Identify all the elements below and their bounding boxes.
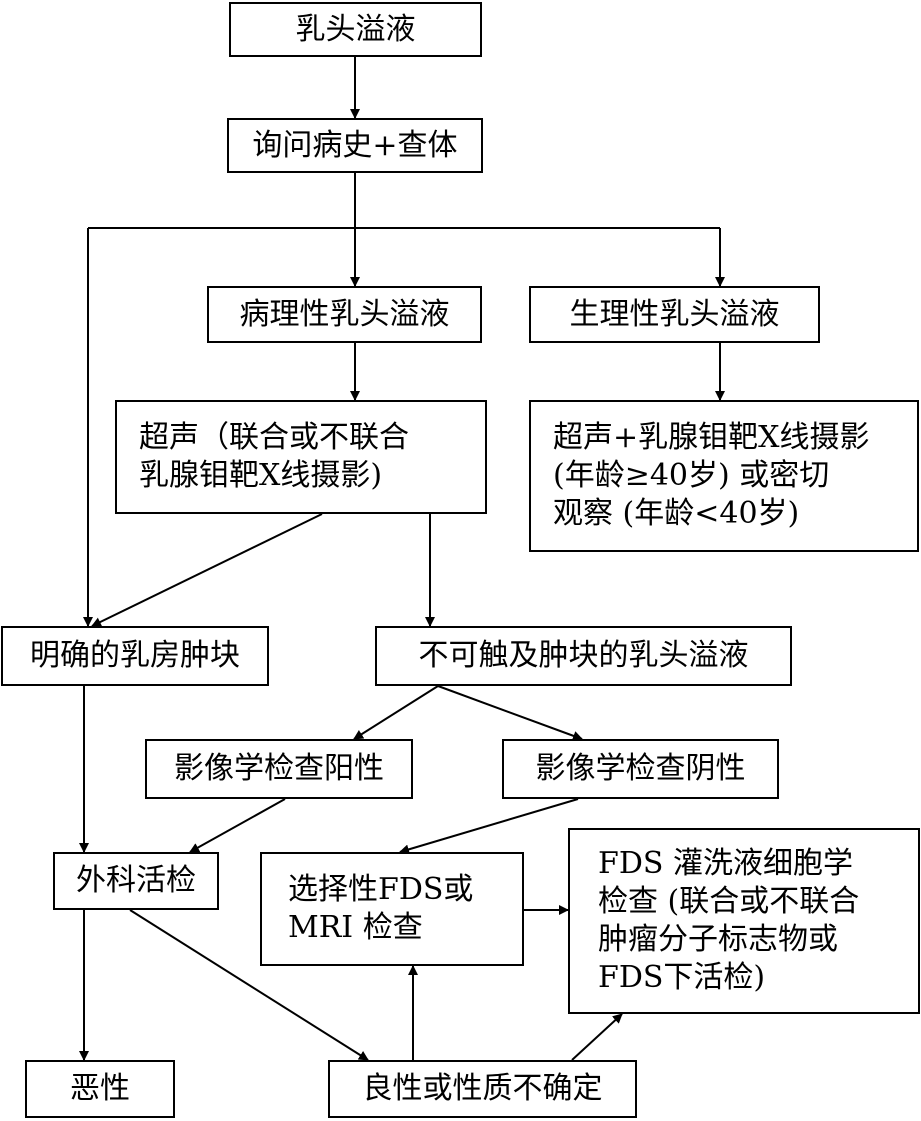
node-imaging-negative-label: 影像学检查阴性 xyxy=(535,751,746,786)
arrow-biopsy-to-benign xyxy=(129,909,369,1061)
node-surgical-biopsy-label: 外科活检 xyxy=(76,863,196,898)
node-fds-cytology-line3: 肿瘤分子标志物或 xyxy=(598,922,838,957)
node-physiological-followup-line3: 观察 (年龄<40岁) xyxy=(553,496,800,531)
arrow-positive-to-biopsy xyxy=(189,798,286,853)
node-ultrasound-line2: 乳腺钼靶X线摄影) xyxy=(139,458,383,493)
node-history-exam: 询问病史+查体 xyxy=(227,118,483,173)
node-ultrasound: 超声（联合或不联合 乳腺钼靶X线摄影) xyxy=(115,400,487,514)
node-imaging-positive: 影像学检查阳性 xyxy=(145,739,413,799)
node-malignant: 恶性 xyxy=(25,1060,175,1118)
node-physiological-discharge-label: 生理性乳头溢液 xyxy=(569,296,780,332)
node-fds-cytology-line1: FDS 灌洗液细胞学 xyxy=(598,846,853,881)
node-pathological-discharge-label: 病理性乳头溢液 xyxy=(239,296,450,332)
arrow-nonpalpable-to-negative xyxy=(437,685,583,741)
node-nipple-discharge-label: 乳头溢液 xyxy=(295,11,416,47)
node-imaging-positive-label: 影像学检查阳性 xyxy=(174,751,384,786)
node-nipple-discharge: 乳头溢液 xyxy=(229,2,482,57)
node-nonpalpable-discharge-label: 不可触及肿块的乳头溢液 xyxy=(418,638,749,673)
arrow-negative-to-selective-fds xyxy=(399,798,579,855)
node-fds-cytology-line4: FDS下活检) xyxy=(598,960,766,995)
arrow-benign-to-cytology xyxy=(571,1013,623,1061)
node-history-exam-label: 询问病史+查体 xyxy=(252,127,458,163)
node-physiological-followup-line2: (年龄≥40岁) 或密切 xyxy=(553,458,830,493)
node-palpable-mass-label: 明确的乳房肿块 xyxy=(30,638,240,673)
node-selective-fds-line2: MRI 检查 xyxy=(288,910,423,945)
node-fds-cytology-line2: 检查 (联合或不联合 xyxy=(598,884,860,919)
arrow-nonpalpable-to-positive xyxy=(353,685,439,740)
node-benign-uncertain: 良性或性质不确定 xyxy=(328,1060,637,1118)
node-nonpalpable-discharge: 不可触及肿块的乳头溢液 xyxy=(375,626,792,686)
node-imaging-negative: 影像学检查阴性 xyxy=(502,739,779,799)
node-ultrasound-line1: 超声（联合或不联合 xyxy=(139,420,409,455)
node-malignant-label: 恶性 xyxy=(70,1071,130,1106)
node-benign-uncertain-label: 良性或性质不确定 xyxy=(362,1071,603,1106)
arrow-ultrasound-to-palpable xyxy=(91,513,323,627)
node-physiological-discharge: 生理性乳头溢液 xyxy=(529,286,820,343)
node-fds-cytology: FDS 灌洗液细胞学 检查 (联合或不联合 肿瘤分子标志物或 FDS下活检) xyxy=(568,828,920,1014)
node-physiological-followup: 超声+乳腺钼靶X线摄影 (年龄≥40岁) 或密切 观察 (年龄<40岁) xyxy=(529,400,919,552)
node-selective-fds: 选择性FDS或 MRI 检查 xyxy=(260,852,524,966)
node-surgical-biopsy: 外科活检 xyxy=(53,852,219,910)
node-pathological-discharge: 病理性乳头溢液 xyxy=(207,286,482,343)
node-palpable-mass: 明确的乳房肿块 xyxy=(1,626,269,686)
node-physiological-followup-line1: 超声+乳腺钼靶X线摄影 xyxy=(553,420,870,455)
node-selective-fds-line1: 选择性FDS或 xyxy=(288,872,474,907)
